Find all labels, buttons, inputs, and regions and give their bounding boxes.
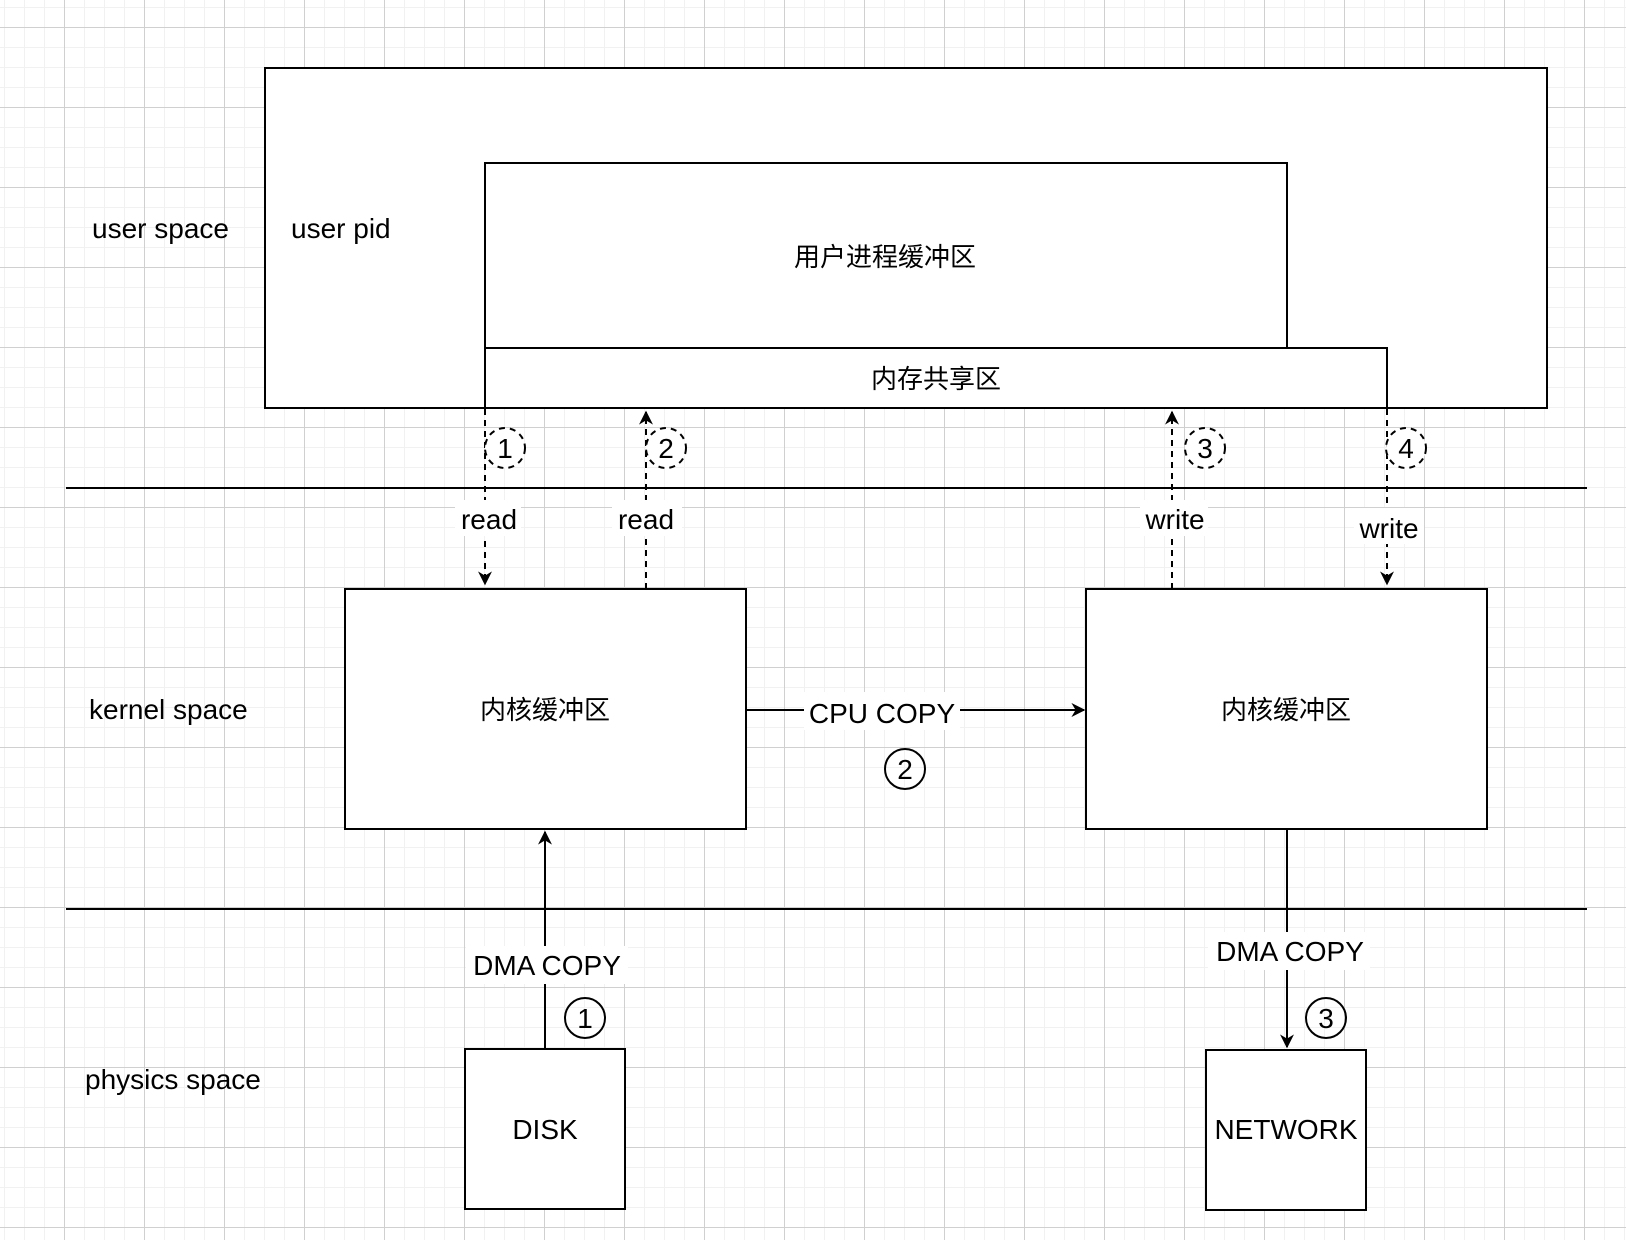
step-badge-1-dma: 1 (564, 997, 606, 1039)
write-3-label: write (1144, 504, 1204, 535)
write-3-label-bg (1140, 500, 1208, 536)
step-badge-2-cpu-copy: 2 (884, 748, 926, 790)
disk-box[interactable] (464, 1048, 626, 1210)
kernel-buffer-right-label: 内核缓冲区 (1221, 696, 1351, 726)
dma-copy-network-label: DMA COPY (1216, 936, 1364, 967)
step-badge-1-read: 1 (484, 427, 526, 469)
svg-text:1: 1 (497, 433, 513, 464)
network-label: NETWORK (1214, 1114, 1357, 1145)
svg-text:3: 3 (1318, 1003, 1334, 1034)
step-badge-4-write: 4 (1385, 427, 1427, 469)
dma-copy-disk-label: DMA COPY (473, 950, 621, 981)
read-2-label-bg (612, 500, 682, 536)
process-buffer-box[interactable] (484, 162, 1288, 349)
svg-text:2: 2 (658, 433, 674, 464)
cpu-copy-label: CPU COPY (809, 698, 956, 729)
read-2-label: read (618, 504, 674, 535)
read-1-label-bg (455, 500, 521, 536)
process-buffer-label: 用户进程缓冲区 (794, 243, 976, 273)
shared-memory-label: 内存共享区 (871, 365, 1001, 395)
network-box[interactable] (1205, 1049, 1367, 1211)
step-badge-3-write: 3 (1184, 427, 1226, 469)
write-4-label-bg (1354, 508, 1424, 544)
svg-text:3: 3 (1197, 433, 1213, 464)
step-badge-2-read: 2 (645, 427, 687, 469)
label-physics-space: physics space (85, 1064, 261, 1095)
svg-text:1: 1 (577, 1003, 593, 1034)
dma-copy-disk-label-bg (466, 946, 628, 984)
kernel-buffer-left[interactable] (344, 588, 747, 830)
kernel-buffer-left-label: 内核缓冲区 (480, 696, 610, 726)
label-user-space: user space (92, 213, 229, 244)
kernel-buffer-right[interactable] (1085, 588, 1488, 830)
step-badge-3-dma: 3 (1305, 997, 1347, 1039)
user-pid-label: user pid (291, 213, 391, 244)
svg-text:4: 4 (1398, 433, 1414, 464)
label-kernel-space: kernel space (89, 694, 248, 725)
disk-label: DISK (512, 1114, 578, 1145)
read-1-label: read (461, 504, 517, 535)
svg-text:2: 2 (897, 754, 913, 785)
write-4-label: write (1358, 513, 1418, 544)
cpu-copy-label-bg (804, 692, 960, 730)
shared-memory-box[interactable] (484, 347, 1388, 409)
dma-copy-network-label-bg (1208, 932, 1370, 970)
